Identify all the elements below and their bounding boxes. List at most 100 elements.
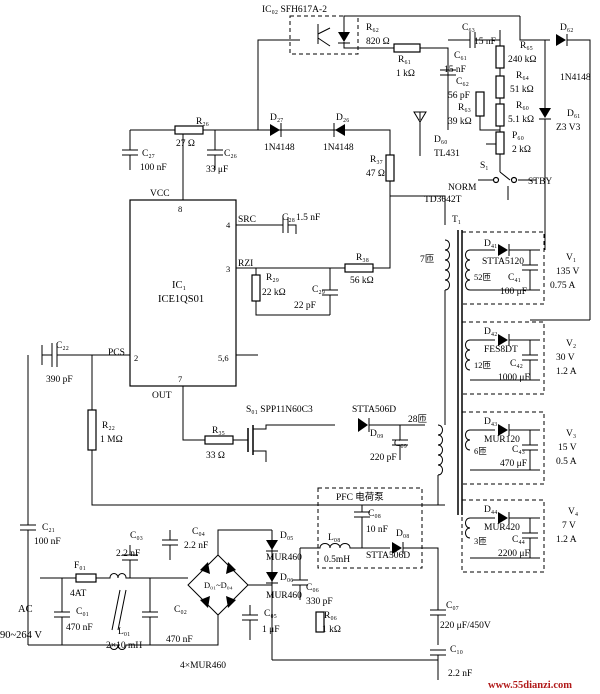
s1-norm: NORM (448, 183, 477, 193)
v1-voltage: 135 V (556, 267, 579, 277)
r06-resistor (315, 611, 325, 633)
c04-value: 2.2 nF (184, 541, 208, 551)
output-v1: 52匝 D₄₁ STTA5120 C₄₁ 100 μF V₁ 135 V 0.7… (461, 231, 579, 305)
v4-name: V₄ (568, 507, 578, 517)
output-v3: 6匝 D₄₃ MUR120 C₄₃ 470 μF V₃ 15 V 0.5 A (461, 411, 577, 485)
r22-value: 1 MΩ (100, 435, 123, 445)
d27-diode (270, 124, 280, 136)
transformer-name: T₁ (452, 215, 461, 225)
r64-resistor (495, 75, 505, 99)
ic2-optocoupler (289, 15, 359, 55)
r06-name: R₀₆ (324, 611, 337, 621)
c07-name: C₀₇ (446, 601, 459, 611)
r60-value: 5.1 kΩ (508, 115, 534, 125)
pfc-box (317, 487, 423, 569)
pfc-label: PFC 电荷泵 (336, 491, 384, 503)
choke-name: L₀₁ (118, 627, 130, 637)
v2-current: 1.2 A (556, 367, 577, 377)
d61-zener (539, 108, 551, 118)
c04-name: C₀₄ (192, 527, 205, 537)
d42-part: FES8DT (484, 345, 518, 355)
primary-winding (444, 239, 450, 425)
r22-resistor (87, 409, 97, 451)
v2-turns: 12匝 (474, 360, 492, 370)
d41-name: D₄₁ (484, 239, 498, 249)
c41-value: 100 μF (500, 287, 527, 297)
s1-stby: STBY (528, 177, 552, 187)
pfc-section: PFC 电荷泵 C₀₈ 10 nF L₀₈ 0.5mH D₀₈ STTA506D… (242, 487, 491, 680)
pin-3-number: 3 (226, 264, 230, 274)
c62-value: 56 pF (448, 91, 470, 101)
d42-name: D₄₂ (484, 327, 498, 337)
c44-value: 2200 μF (498, 549, 530, 559)
output-v2: 12匝 D₄₂ FES8DT C₄₂ 1000 μF V₂ 30 V 1.2 A (461, 319, 590, 395)
c07-value: 220 μF/450V (440, 621, 491, 631)
c10-name: C₁₀ (450, 645, 463, 655)
d09-part: STTA506D (352, 405, 396, 415)
c44-name: C₄₄ (512, 535, 525, 545)
d26-diode (335, 124, 345, 136)
mosfet-s01 (247, 425, 254, 455)
r63-name: R₆₃ (458, 103, 471, 113)
d44-part: MUR420 (484, 523, 520, 533)
d26-part: 1N4148 (323, 143, 354, 153)
v4-current: 1.2 A (556, 535, 577, 545)
p60-name: P₆₀ (512, 131, 524, 141)
c43-value: 470 μF (500, 459, 527, 469)
ic1-part: ICE1QS01 (158, 294, 204, 305)
ac-range: 90~264 V (0, 630, 42, 641)
d27-part: 1N4148 (264, 143, 295, 153)
pin-8-number: 8 (178, 204, 182, 214)
c27-value: 100 nF (140, 163, 167, 173)
primary-turns: 7匝 (420, 254, 435, 265)
r65-resistor (495, 45, 505, 69)
aux-section: STTA506D 28匝 D₀₉ C₀₉ 220 pF (352, 405, 443, 505)
r60-resistor (495, 103, 505, 127)
c28-value: 1.5 nF (296, 213, 320, 223)
r26-value: 27 Ω (176, 139, 195, 149)
d43-part: MUR120 (484, 435, 520, 445)
d60-name: D₆₀ (434, 135, 448, 145)
r35-resistor (204, 435, 234, 445)
ic2-label: IC₀₂ SFH617A-2 (262, 5, 327, 15)
aux-winding (437, 424, 443, 505)
mosfet-label: S₀₁ SPP11N60C3 (246, 405, 313, 415)
c01-name: C₀₁ (76, 607, 89, 617)
watermark-text: www.55dianzi.com (488, 680, 572, 691)
input-section: F₀₁ 4AT L₀₁ 2×10 mH C₀₁ 470 nF AC 90~264… (0, 527, 438, 671)
fuse-name: F₀₁ (74, 561, 86, 571)
r26-name: R₂₆ (196, 117, 209, 127)
mosfet-part: SPP11N60C3 (260, 405, 313, 415)
c26-name: C₂₆ (224, 149, 237, 159)
s1-name: S₁ (480, 161, 489, 171)
pin-out-label: OUT (152, 391, 172, 401)
pfc-inductor-name: L₀₈ (328, 533, 340, 543)
r29-resistor (251, 274, 261, 302)
pin-2-number: 2 (134, 353, 138, 363)
d62-name: D₆₂ (560, 23, 574, 33)
v1-name: V₁ (566, 253, 576, 263)
vcc-network: R₂₆ 27 Ω C₂₇ 100 nF C₂₆ 33 μF D₂₇ 1N4148… (122, 39, 446, 225)
d41-part: STTA5120 (482, 257, 524, 267)
d62-diode (556, 34, 566, 46)
standby-switch[interactable]: S₁ STBY NORM (448, 161, 552, 200)
c08-value: 10 nF (366, 525, 388, 535)
c42-value: 1000 μF (498, 373, 530, 383)
d09-diode (358, 418, 368, 432)
d27-name: D₂₇ (270, 113, 284, 123)
d06-part: MUR460 (266, 591, 302, 601)
bridge-part: 4×MUR460 (180, 661, 226, 671)
c41-name: C₄₁ (508, 273, 521, 283)
c29-value: 22 pF (294, 301, 316, 311)
d61-name: D₆₁ (567, 109, 581, 119)
c61-name: C₆₁ (454, 51, 467, 61)
r65-value: 240 kΩ (508, 55, 536, 65)
pin-pcs-label: PCS (108, 348, 125, 358)
d60-tl431 (413, 111, 427, 156)
v4-turns: 3匝 (474, 536, 487, 546)
v3-voltage: 15 V (558, 443, 577, 453)
c03-name: C₀₃ (130, 531, 143, 541)
c09-value: 220 pF (370, 453, 397, 463)
c26-value: 33 μF (206, 165, 228, 175)
pin-4-number: 4 (226, 220, 231, 230)
